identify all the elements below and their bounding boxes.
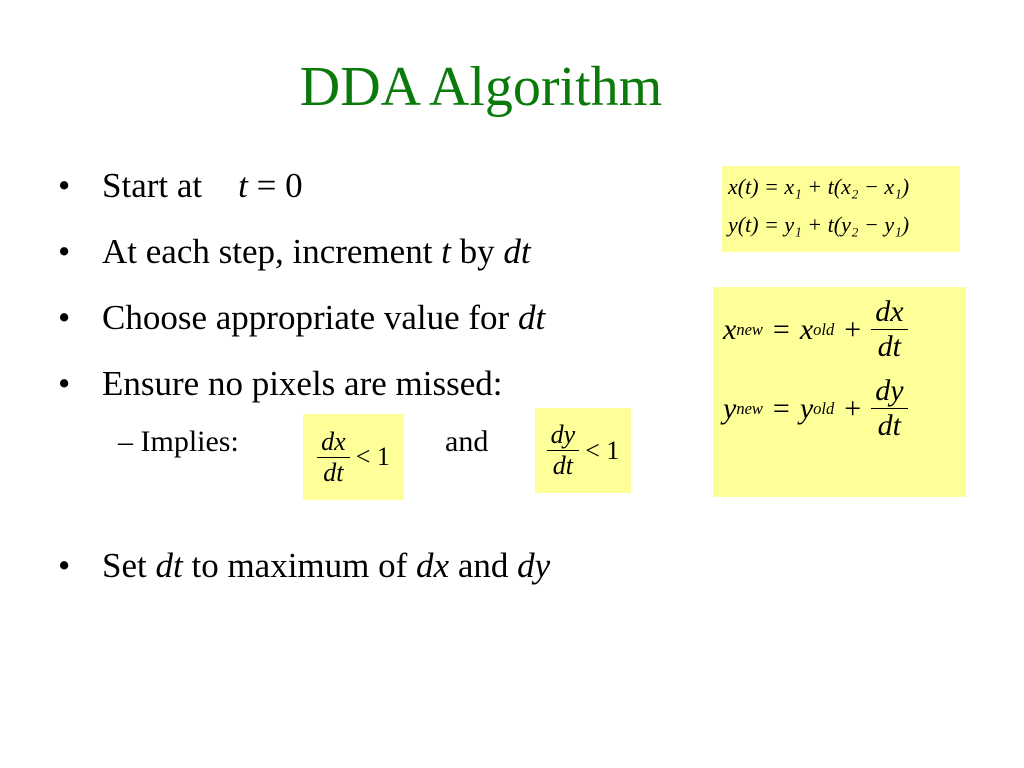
lhs-subscript: new: [736, 319, 763, 339]
bullet-dot: •: [58, 166, 71, 205]
numerator: dx: [321, 426, 346, 456]
fraction: dx dt: [871, 295, 908, 364]
var-dx: dx: [416, 546, 450, 585]
and-text: and: [445, 425, 489, 458]
var-dt: dt: [155, 546, 183, 585]
equals-sign: =: [772, 391, 790, 425]
slide-title: DDA Algorithm: [299, 56, 663, 118]
relation: < 1: [355, 442, 390, 471]
numerator: dy: [550, 420, 576, 449]
bullet-text: Choose appropriate value for: [102, 298, 518, 337]
bullet-start: • Start at t = 0: [58, 164, 303, 208]
var-t: t: [238, 166, 248, 205]
fraction: dy dt: [871, 374, 908, 443]
bullet-ensure: • Ensure no pixels are missed:: [58, 362, 502, 406]
denominator: dt: [323, 457, 344, 487]
parametric-equations-box: x(t) = x₁ + t(x₂ − x₁) y(t) = y₁ + t(y₂ …: [722, 166, 960, 252]
plus-sign: +: [844, 312, 862, 346]
lhs-subscript: new: [736, 398, 763, 418]
equation-x-of-t: x(t) = x₁ + t(x₂ − x₁): [728, 174, 910, 199]
equals-sign: =: [772, 312, 790, 346]
bullet-dot: •: [58, 232, 71, 271]
numerator: dx: [875, 295, 904, 328]
fraction: dx dt: [317, 427, 350, 488]
bullet-text: by: [450, 232, 504, 271]
fraction: dy dt: [546, 420, 580, 481]
denominator: dt: [552, 451, 574, 480]
numerator: dy: [875, 374, 904, 407]
fraction-bar: [871, 329, 908, 330]
bullet-choose: • Choose appropriate value for dt: [58, 296, 545, 340]
bullet-text: At each step, increment: [102, 232, 442, 271]
fraction-bar: [871, 408, 908, 409]
bullet-text: Start at: [102, 166, 203, 205]
equation-y-of-t: y(t) = y₁ + t(y₂ − y₁): [728, 212, 910, 237]
bullet-increment: • At each step, increment t by dt: [58, 230, 531, 274]
var-dt: dt: [503, 232, 531, 271]
implies-eq-dx: dx dt < 1: [303, 414, 404, 500]
sub-dash: –: [118, 425, 133, 458]
implies-eq-dy: dy dt < 1: [535, 408, 631, 493]
rhs-subscript: old: [813, 319, 835, 339]
plus-sign: +: [844, 391, 862, 425]
bullet-dot: •: [58, 364, 71, 403]
var-dt: dt: [517, 298, 546, 337]
bullet-text: to maximum of: [182, 546, 417, 585]
lhs-var: x: [723, 312, 737, 346]
bullet-dot: •: [58, 298, 71, 337]
var-dy: dy: [517, 546, 551, 585]
var-t: t: [441, 232, 451, 271]
fraction-bar: [546, 450, 580, 451]
rhs-subscript: old: [813, 398, 835, 418]
denominator: dt: [877, 330, 902, 363]
sub-bullet-implies: – Implies:: [118, 424, 239, 460]
bullet-text: = 0: [247, 166, 303, 205]
implies-label: Implies:: [140, 425, 239, 458]
bullet-dot: •: [58, 546, 71, 585]
rhs-var: x: [799, 312, 814, 346]
relation: < 1: [585, 435, 620, 465]
bullet-text: Set: [102, 546, 156, 585]
bullet-text: Ensure no pixels are missed:: [102, 364, 503, 403]
fraction-bar: [317, 456, 350, 458]
denominator: dt: [877, 409, 902, 442]
bullet-set-dt: • Set dt to maximum of dx and dy: [58, 544, 550, 588]
bullet-text: and: [449, 546, 518, 585]
lhs-var: y: [723, 391, 737, 425]
rhs-var: y: [799, 391, 814, 425]
